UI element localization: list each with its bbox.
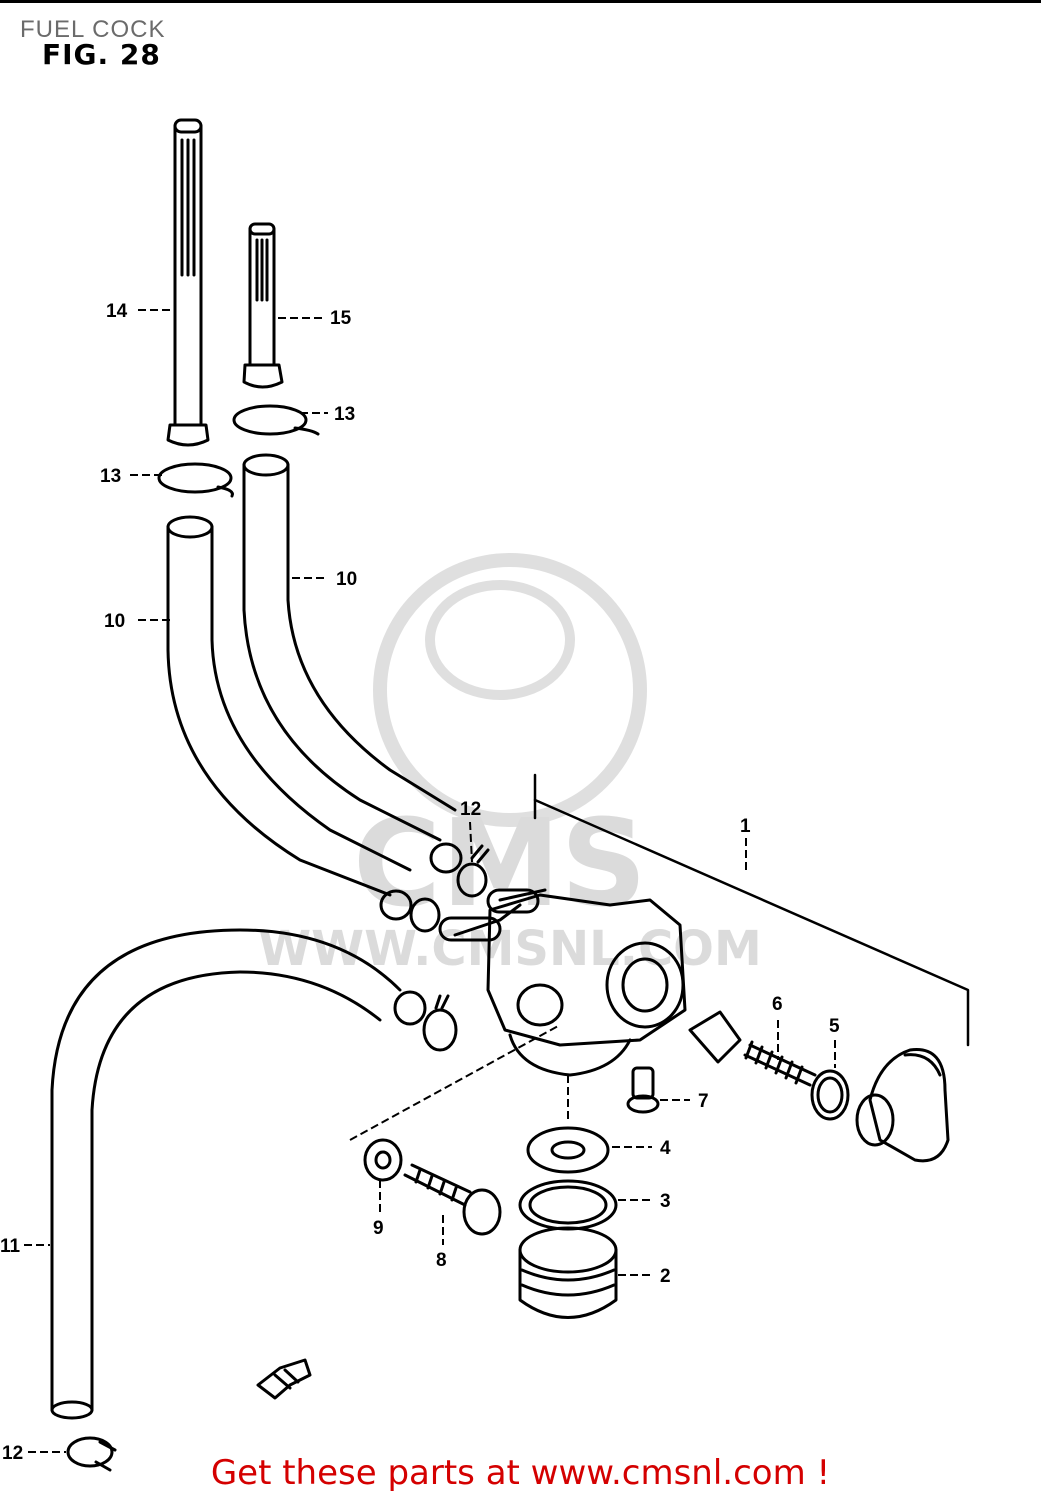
callout-1: 1	[740, 816, 751, 837]
part-15-pipe	[242, 222, 284, 389]
part-13-clip-lower	[157, 462, 234, 498]
part-9-washer	[363, 1138, 403, 1182]
watermark-url: WWW.CMSNL.COM	[258, 921, 762, 977]
callout-6: 6	[772, 994, 783, 1015]
callout-13-lower: 13	[100, 466, 121, 487]
part-10-hose-left	[166, 515, 413, 921]
callout-12-upper: 12	[460, 799, 481, 820]
part-4-washer	[526, 1126, 610, 1174]
callout-11: 11	[0, 1236, 21, 1257]
get-parts-link[interactable]: Get these parts at www.cmsnl.com !	[210, 1453, 831, 1493]
top-rule	[0, 0, 1041, 3]
callout-2: 2	[660, 1266, 671, 1287]
part-12-clamp-bottom	[66, 1436, 117, 1472]
part-13-clip-upper	[232, 404, 320, 436]
callout-10-right: 10	[336, 569, 357, 590]
part-1-fuel-cock-body	[438, 888, 687, 1077]
part-10-hose-right	[242, 453, 463, 874]
callout-9: 9	[373, 1218, 384, 1239]
part-1-bracket	[533, 773, 970, 1047]
callout-15: 15	[330, 308, 352, 329]
figure-label: FIG. 28	[42, 38, 161, 71]
part-14-pipe	[166, 118, 210, 447]
leader-lines	[24, 309, 836, 1453]
callout-labels: 14 15 13 13 10 10 12 1 6 5 7 4 3 2 9 8 1…	[0, 301, 840, 1464]
part-12-clamp-upper	[409, 844, 490, 933]
part-3-o-ring	[518, 1179, 618, 1231]
front-direction-arrow	[256, 1358, 312, 1400]
part-11-hose	[50, 928, 427, 1420]
callout-10-left: 10	[104, 611, 125, 632]
callout-5: 5	[829, 1016, 840, 1037]
part-6-plunger	[688, 1010, 817, 1087]
watermark-logo: CMS WWW.CMSNL.COM	[258, 553, 762, 977]
callout-12-bottom: 12	[2, 1443, 23, 1464]
part-7-bolt	[626, 1066, 660, 1114]
callout-14: 14	[106, 301, 128, 322]
callout-13-upper: 13	[334, 404, 355, 425]
callout-8: 8	[436, 1250, 447, 1271]
callout-7: 7	[698, 1091, 709, 1112]
fuel-cock-lever	[855, 1048, 950, 1163]
part-5-o-ring	[810, 1069, 850, 1121]
part-8-screw	[403, 1163, 502, 1236]
part-2-cup	[518, 1226, 618, 1319]
page-title: FUEL COCK	[20, 16, 166, 43]
callout-4: 4	[660, 1138, 671, 1159]
part-12-clamp-middle	[422, 994, 458, 1052]
callout-3: 3	[660, 1191, 671, 1212]
